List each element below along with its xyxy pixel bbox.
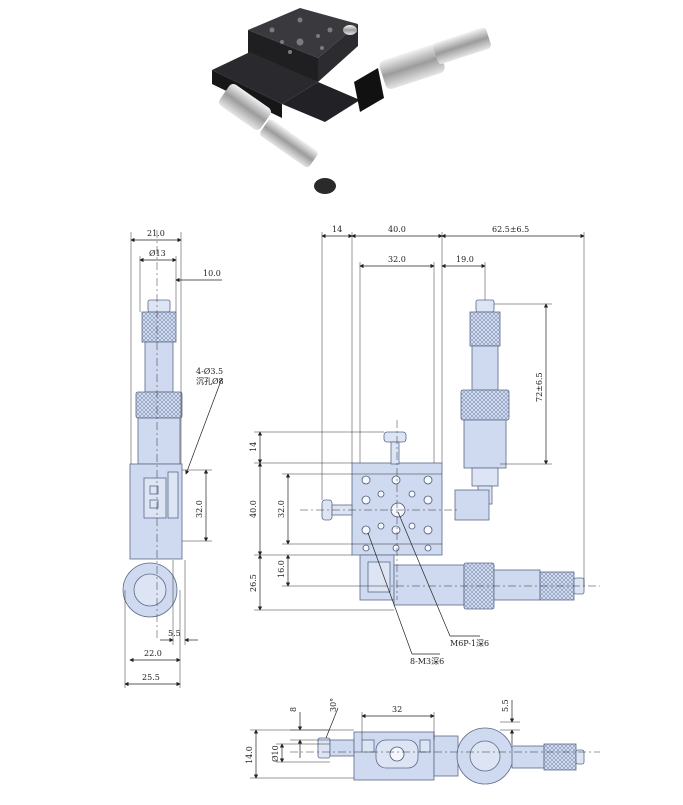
xy-stage-photo	[212, 8, 492, 194]
side-dim-overall-width: 25.5	[142, 673, 160, 682]
front-dim-low-26: 26.5	[249, 574, 258, 592]
front-dim-offset-19: 19.0	[456, 255, 474, 264]
front-dim-low-16: 16.0	[277, 560, 286, 578]
bottom-view: 8 30° 32 5.5 14.0 Ø10	[245, 698, 600, 785]
front-view: 14 40.0 62.5±6.5 32.0 19.0 72±6.5 14 40.…	[249, 225, 600, 666]
side-dim-bore: Ø13	[149, 249, 166, 258]
front-dim-vertical-travel: 72±6.5	[535, 372, 544, 402]
bottom-dim-dia-10: Ø10	[271, 745, 280, 762]
side-view: 21.0 Ø13 10.0 4-Ø3.5 沉孔Ø8 32.0 5.5 22.0 …	[122, 229, 224, 688]
bottom-dim-right-5: 5.5	[501, 699, 510, 712]
bottom-dim-height-14: 14.0	[245, 746, 254, 764]
front-dim-travel: 62.5±6.5	[492, 225, 529, 234]
side-holes-note-2: 沉孔Ø8	[196, 377, 224, 386]
side-dim-offset: 10.0	[203, 269, 221, 278]
front-dim-top-14: 14	[249, 442, 258, 452]
front-thread-holes: 8-M3深6	[410, 657, 444, 666]
bottom-dim-gap-8: 8	[289, 707, 298, 712]
side-holes-note-1: 4-Ø3.5	[196, 367, 223, 376]
side-dim-right-gap: 5.5	[168, 629, 181, 638]
front-dim-inner-32-v: 32.0	[277, 500, 286, 518]
stage-holes	[361, 475, 433, 552]
front-dim-left-14: 14	[332, 225, 342, 234]
side-dim-top-width: 21.0	[147, 229, 165, 238]
front-dim-height-40: 40.0	[249, 500, 258, 518]
front-dim-inner-32: 32.0	[388, 255, 406, 264]
bottom-dim-span-32: 32	[392, 705, 402, 714]
bottom-dim-angle-30: 30°	[329, 698, 338, 712]
side-dim-base-width: 22.0	[144, 649, 162, 658]
side-dim-height: 32.0	[195, 500, 204, 518]
front-thread-center: M6P-1深6	[450, 639, 489, 648]
front-dim-width-40: 40.0	[388, 225, 406, 234]
